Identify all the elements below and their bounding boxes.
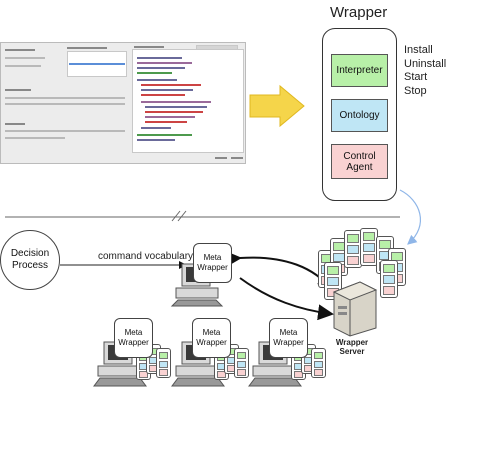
wrapper-stack-part <box>347 244 359 255</box>
stop-op: Stop <box>404 84 427 97</box>
server-icon <box>332 281 378 337</box>
wrapper-stack-part <box>237 369 246 377</box>
wrapper-stack-part <box>294 371 303 379</box>
decision-process-label: Decision Process <box>10 248 50 271</box>
wrapper-stack-part <box>383 285 395 296</box>
wrapper-stack-part <box>159 369 168 377</box>
wrapper-stack-part <box>237 352 246 360</box>
meta-wrapper-top-label: Meta Wrapper <box>197 253 228 272</box>
wrapper-stack-part <box>347 234 359 244</box>
wrapper-stack <box>380 260 398 298</box>
wrapper-stack-part <box>363 253 375 264</box>
decision-process: Decision Process <box>0 230 60 290</box>
meta-wrapper-label: Meta Wrapper <box>273 328 304 347</box>
command-vocabulary-label: command vocabulary <box>98 251 194 262</box>
wrapper-stack-part <box>314 360 323 368</box>
meta-wrapper-station: Meta Wrapper <box>170 318 255 388</box>
wrapper-stack <box>311 348 326 378</box>
right-arrow-icon <box>249 84 305 128</box>
ide-screenshot <box>0 42 246 164</box>
wrapper-server-label: Wrapper Server <box>328 338 376 356</box>
wrapper-stack-group <box>318 228 406 300</box>
wrapper-stack-part <box>217 371 226 379</box>
wrapper-stack-part <box>314 369 323 377</box>
meta-wrapper: Meta Wrapper <box>192 318 231 358</box>
interpreter-component: Interpreter <box>331 54 388 87</box>
meta-wrapper: Meta Wrapper <box>114 318 153 358</box>
wrapper-stack-part <box>139 371 148 379</box>
wrapper-server-text: Wrapper Server <box>335 338 369 356</box>
wrapper-stack <box>344 230 362 268</box>
wrapper-stack-part <box>237 360 246 368</box>
wrapper-stack-part <box>314 352 323 360</box>
meta-wrapper-station: Meta Wrapper <box>247 318 332 388</box>
wrapper-operations: Install Uninstall Start Stop <box>404 44 446 98</box>
meta-wrapper-label: Meta Wrapper <box>118 328 149 347</box>
wrapper-stack-part <box>383 264 395 274</box>
break-icon <box>171 210 187 222</box>
wrapper-stack-part <box>347 255 359 266</box>
wrapper-stack <box>156 348 171 378</box>
wrapper-stack-part <box>327 266 339 276</box>
start-op: Start <box>404 71 428 83</box>
wrapper-stack-part <box>379 240 391 250</box>
meta-server-link-2 <box>239 277 334 321</box>
wrapper-box: Interpreter Ontology Control Agent <box>322 28 397 201</box>
meta-wrapper-label: Meta Wrapper <box>196 328 227 347</box>
wrapper-stack-part <box>327 276 339 287</box>
deploy-curve <box>399 189 421 245</box>
ontology-component: Ontology <box>331 99 388 132</box>
control-agent-label: Control Agent <box>343 150 376 173</box>
uninstall-op: Uninstall <box>404 57 447 70</box>
wrapper-stack-part <box>363 232 375 242</box>
wrapper-stack-part <box>363 242 375 253</box>
meta-wrapper-top: Meta Wrapper <box>193 243 232 283</box>
wrapper-title: Wrapper <box>330 4 388 21</box>
install-op: Install <box>404 44 433 56</box>
wrapper-stack <box>360 228 378 266</box>
control-agent-component: Control Agent <box>331 144 388 179</box>
meta-wrapper: Meta Wrapper <box>269 318 308 358</box>
wrapper-stack-part <box>383 274 395 285</box>
wrapper-stack <box>234 348 249 378</box>
wrapper-stack-part <box>159 352 168 360</box>
meta-wrapper-station: Meta Wrapper <box>92 318 177 388</box>
wrapper-stack-part <box>159 360 168 368</box>
